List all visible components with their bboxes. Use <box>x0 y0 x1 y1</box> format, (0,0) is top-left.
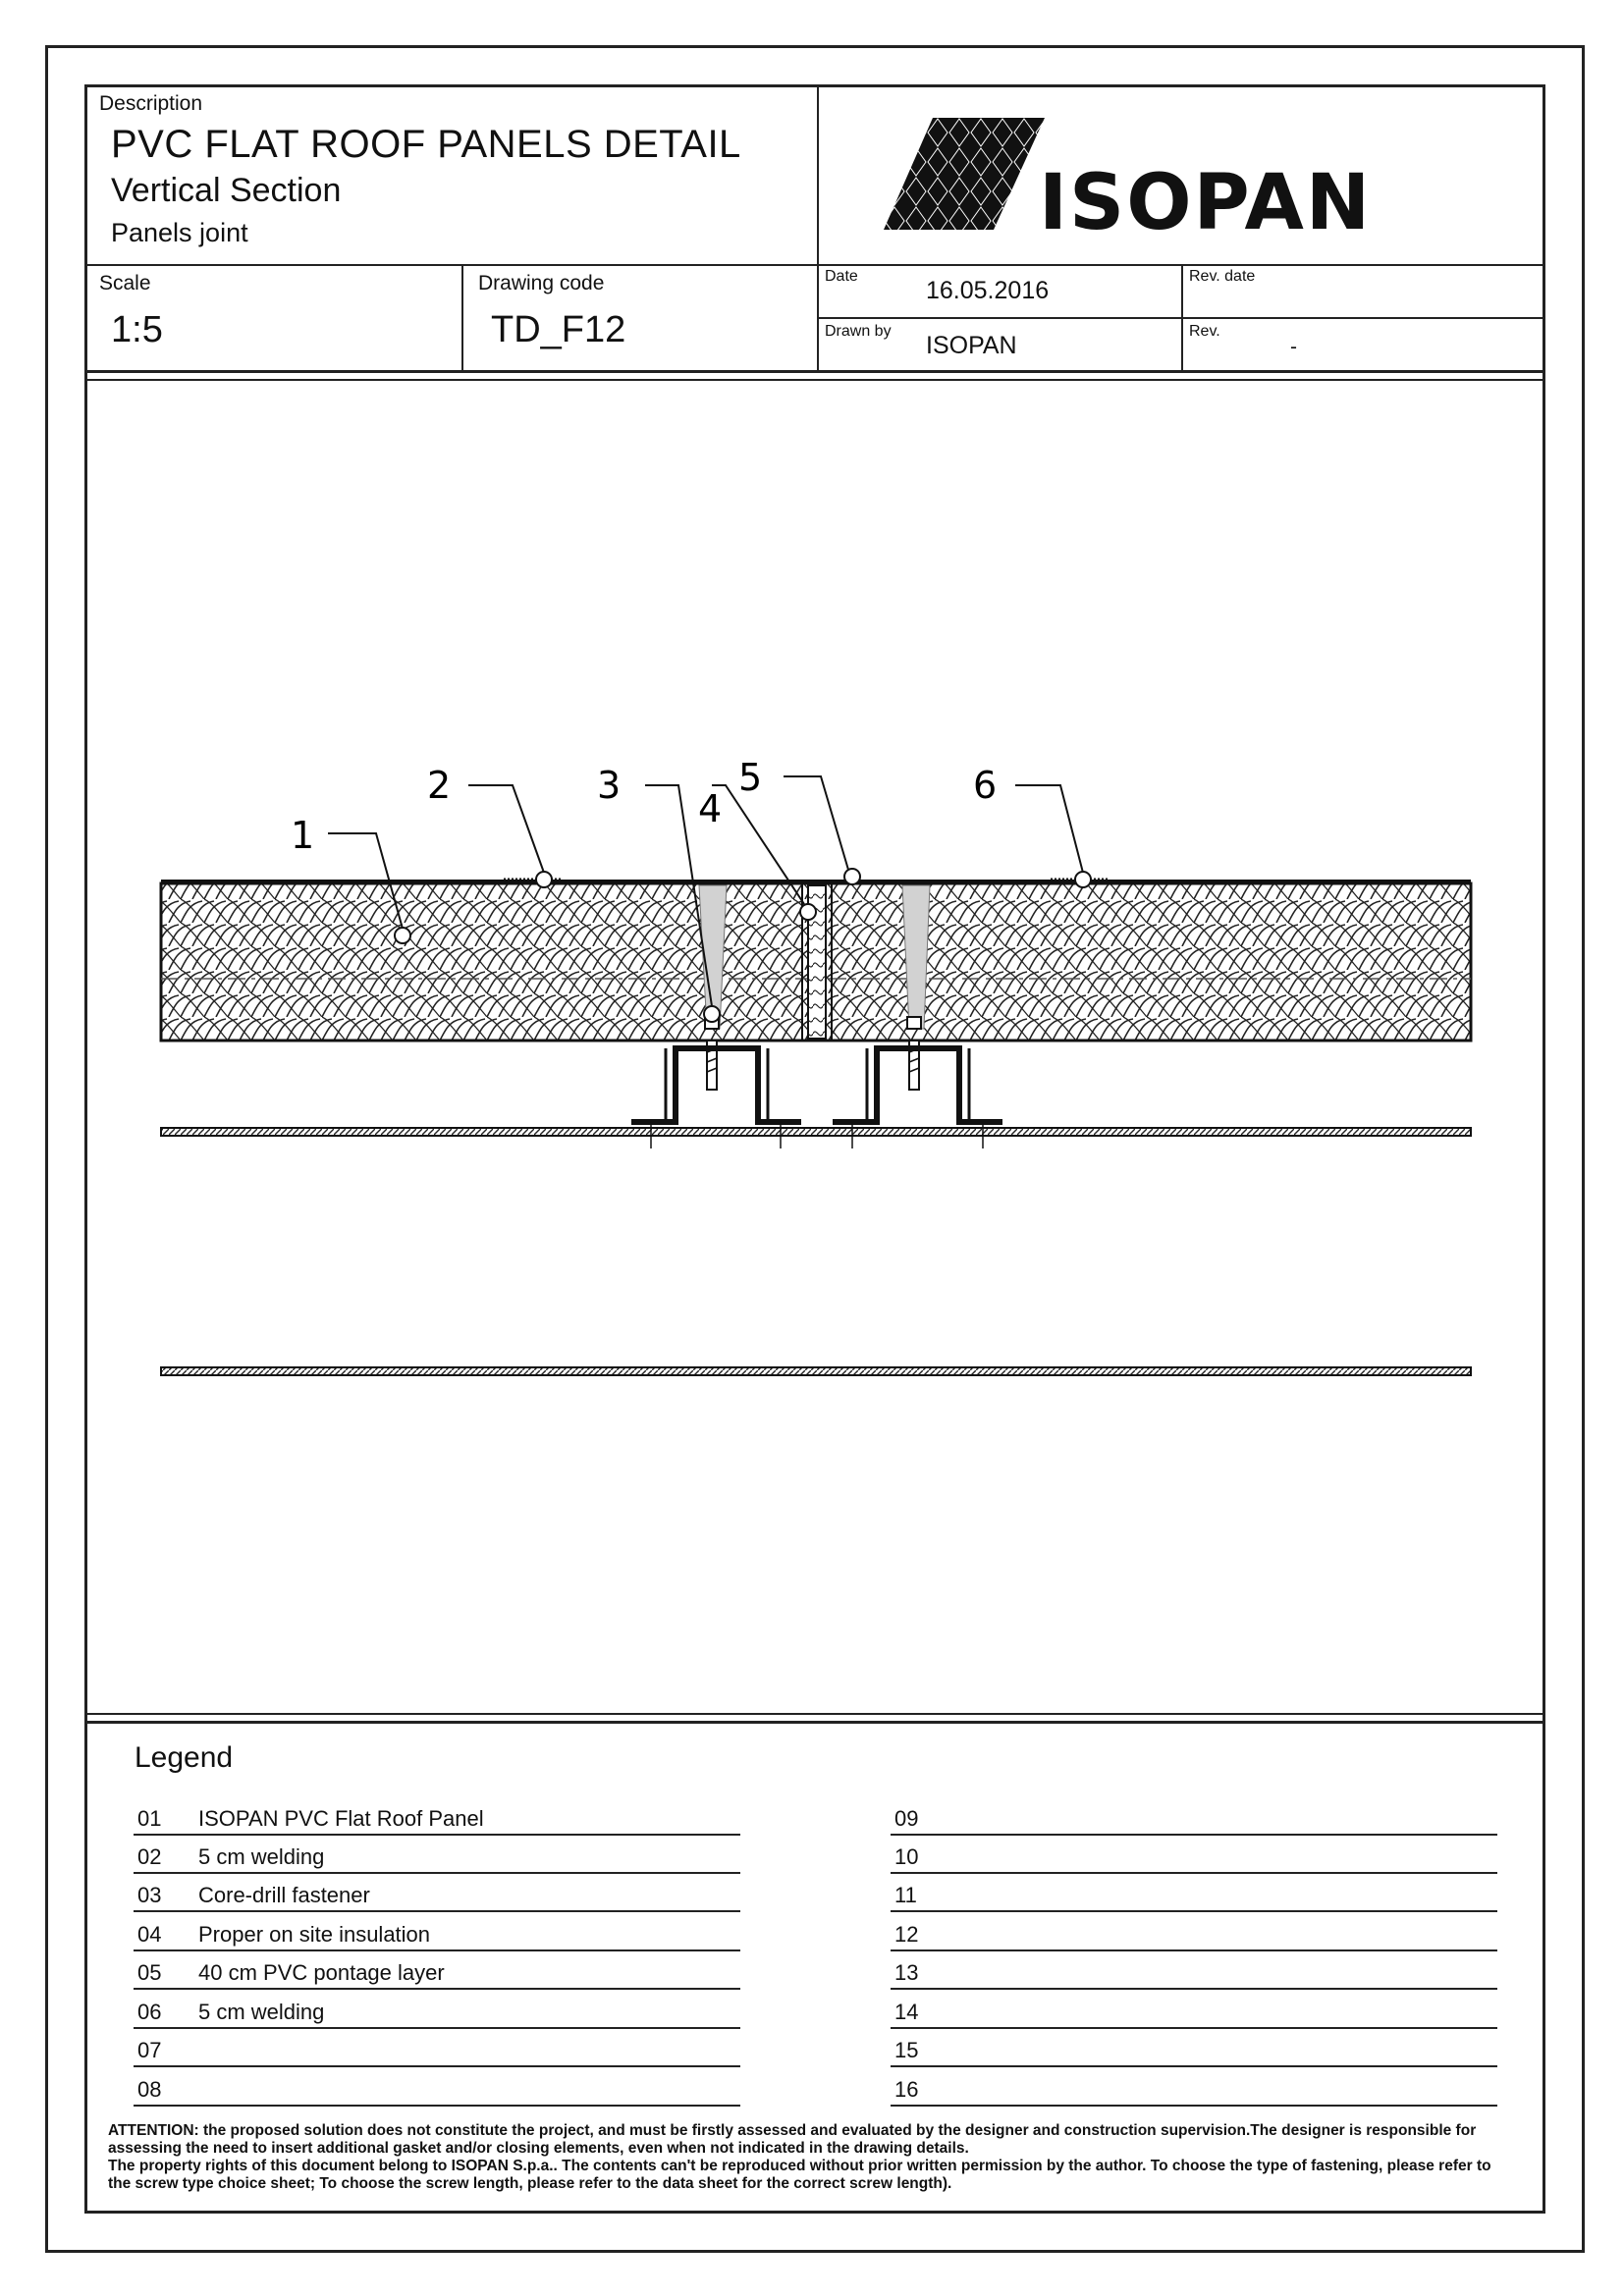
callout-3: 3 <box>597 764 621 807</box>
legend-text: 5 cm welding <box>198 1844 325 1869</box>
note-line-2: assessing the need to insert additional … <box>108 2140 969 2157</box>
rev-divider <box>1181 264 1183 371</box>
legend-num: 14 <box>894 2000 919 2024</box>
drawing-subtitle: Vertical Section <box>111 172 342 209</box>
legend-num: 10 <box>894 1844 919 1869</box>
inner-frame <box>84 84 1545 2214</box>
callout-1: 1 <box>291 814 314 857</box>
drawing-code-value: TD_F12 <box>491 309 626 350</box>
drawn-by-label: Drawn by <box>825 323 892 340</box>
scale-value: 1:5 <box>111 309 163 350</box>
drawing-title: PVC FLAT ROOF PANELS DETAIL <box>111 123 741 166</box>
description-label: Description <box>99 92 203 115</box>
legend-text: Core-drill fastener <box>198 1883 370 1907</box>
note-line-3: The property rights of this document bel… <box>108 2158 1491 2174</box>
drawn-by-value: ISOPAN <box>926 332 1017 359</box>
legend-num: 12 <box>894 1922 919 1947</box>
legend-row: 10 <box>891 1835 1497 1874</box>
isopan-logo-text: ISOPAN <box>1039 159 1373 247</box>
callout-6: 6 <box>973 764 997 807</box>
scale-label: Scale <box>99 272 151 294</box>
isopan-logo-icon <box>884 118 1119 234</box>
legend-top-line <box>84 1713 1545 1715</box>
scale-divider <box>461 264 463 371</box>
legend-num: 02 <box>137 1844 162 1869</box>
date-value: 16.05.2016 <box>926 277 1050 304</box>
legend-top-line-2 <box>84 1721 1545 1724</box>
drawing-subtitle-2: Panels joint <box>111 218 248 247</box>
callout-4: 4 <box>698 787 722 830</box>
callout-2: 2 <box>427 764 451 807</box>
legend-row: 05 40 cm PVC pontage layer <box>134 1950 740 1990</box>
drawing-code-label: Drawing code <box>478 272 605 294</box>
attention-notes: ATTENTION: the proposed solution does no… <box>108 2122 1532 2193</box>
legend-row: 13 <box>891 1950 1497 1990</box>
legend-text: 5 cm welding <box>198 2000 325 2024</box>
callout-5: 5 <box>738 756 762 799</box>
legend-num: 16 <box>894 2077 919 2102</box>
title-bottom-line <box>84 370 1545 373</box>
legend-row: 01 ISOPAN PVC Flat Roof Panel <box>134 1796 740 1836</box>
legend-num: 11 <box>894 1883 917 1907</box>
note-line-1: ATTENTION: the proposed solution does no… <box>108 2122 1477 2139</box>
title-bottom-line-2 <box>84 379 1545 381</box>
title-divider <box>817 84 819 371</box>
legend-text: ISOPAN PVC Flat Roof Panel <box>198 1806 484 1831</box>
legend-row: 16 <box>891 2067 1497 2107</box>
legend-num: 01 <box>137 1806 162 1831</box>
legend-num: 03 <box>137 1883 162 1907</box>
legend-row: 04 Proper on site insulation <box>134 1912 740 1951</box>
outer-frame <box>45 45 1585 2253</box>
legend-num: 09 <box>894 1806 919 1831</box>
legend-row: 12 <box>891 1912 1497 1951</box>
legend-text: Proper on site insulation <box>198 1922 431 1947</box>
legend-num: 06 <box>137 2000 162 2024</box>
legend-row: 15 <box>891 2028 1497 2067</box>
legend-row: 03 Core-drill fastener <box>134 1873 740 1912</box>
legend-num: 15 <box>894 2038 919 2062</box>
legend-row: 06 5 cm welding <box>134 1990 740 2029</box>
legend-row: 02 5 cm welding <box>134 1835 740 1874</box>
legend-row: 08 <box>134 2067 740 2107</box>
legend-row: 11 <box>891 1873 1497 1912</box>
legend-num: 13 <box>894 1960 919 1985</box>
date-label: Date <box>825 268 858 285</box>
legend-title: Legend <box>135 1741 234 1774</box>
rev-date-label: Rev. date <box>1189 268 1256 285</box>
legend-num: 07 <box>137 2038 162 2062</box>
legend-num: 05 <box>137 1960 162 1985</box>
section-drawing: 1 2 3 4 5 6 <box>86 381 1543 1706</box>
note-line-4: the screw type choice sheet; To choose t… <box>108 2175 952 2192</box>
legend-text: 40 cm PVC pontage layer <box>198 1960 445 1985</box>
rev-label: Rev. <box>1189 323 1220 340</box>
legend-num: 08 <box>137 2077 162 2102</box>
legend-num: 04 <box>137 1922 162 1947</box>
rev-value: - <box>1290 336 1297 358</box>
legend-row: 14 <box>891 1990 1497 2029</box>
legend-row: 09 <box>891 1796 1497 1836</box>
legend-row: 07 <box>134 2028 740 2067</box>
title-hline <box>84 264 1545 266</box>
